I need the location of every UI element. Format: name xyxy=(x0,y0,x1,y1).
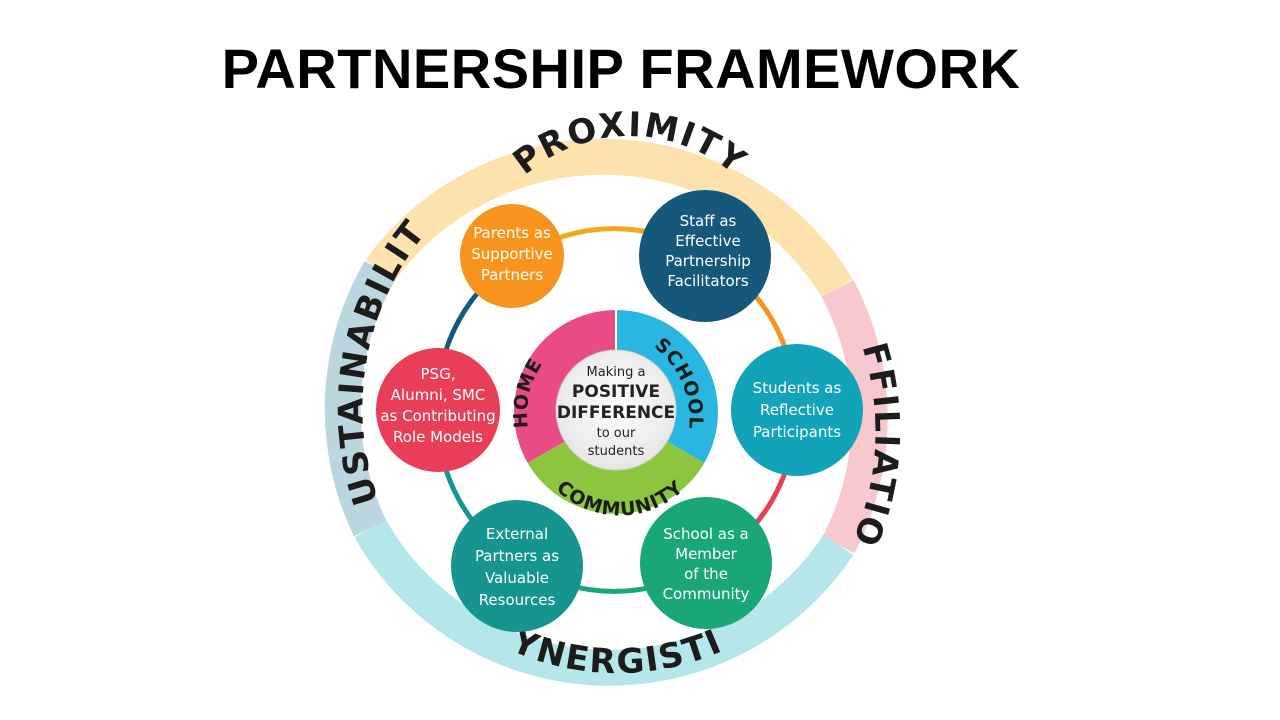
label-sustainability: SUSTAINABILITY xyxy=(0,0,434,510)
center-line-2: POSITIVE xyxy=(572,382,660,402)
node-psg-line-1: PSG, xyxy=(421,365,456,383)
node-staff-circle xyxy=(639,190,771,322)
node-external-line-3: Valuable xyxy=(485,569,549,587)
node-parents-line-1: Parents as xyxy=(473,224,551,242)
node-students-line-3: Participants xyxy=(753,423,841,441)
node-school-member-line-4: Community xyxy=(663,585,750,603)
node-external-line-2: Partners as xyxy=(475,547,559,565)
node-parents: Parents as Supportive Partners xyxy=(460,204,564,308)
ring-segment-affiliation xyxy=(821,279,888,554)
node-psg-line-4: Role Models xyxy=(393,428,483,446)
node-staff: Staff as Effective Partnership Facilitat… xyxy=(639,190,771,322)
node-external-line-4: Resources xyxy=(479,591,556,609)
node-school-member-line-1: School as a xyxy=(663,525,749,543)
node-staff-line-2: Effective xyxy=(675,232,740,250)
node-students: Students as Reflective Participants xyxy=(731,344,863,476)
node-school-member-line-3: of the xyxy=(684,565,728,583)
node-external-circle xyxy=(451,500,583,632)
node-parents-circle xyxy=(460,204,564,308)
node-psg: PSG, Alumni, SMC as Contributing Role Mo… xyxy=(376,348,500,472)
center-line-4: to our xyxy=(597,426,636,441)
node-staff-line-3: Partnership xyxy=(665,252,751,270)
node-parents-line-2: Supportive xyxy=(471,245,553,263)
node-staff-line-4: Facilitators xyxy=(667,272,748,290)
node-parents-line-3: Partners xyxy=(481,266,544,284)
node-psg-circle xyxy=(376,348,500,472)
node-external: External Partners as Valuable Resources xyxy=(451,500,583,632)
center-line-3: DIFFERENCE xyxy=(557,403,675,423)
node-staff-line-1: Staff as xyxy=(680,212,737,230)
node-students-circle xyxy=(731,344,863,476)
center-circle-bg xyxy=(555,349,677,471)
center-circle: Making a POSITIVE DIFFERENCE to our stud… xyxy=(555,349,677,471)
outer-ring xyxy=(324,138,888,686)
ring-segment-proximity xyxy=(365,138,853,298)
page-title: PARTNERSHIP FRAMEWORK xyxy=(221,37,1021,100)
center-line-1: Making a xyxy=(587,365,646,380)
node-school-member-line-2: Member xyxy=(675,545,738,563)
node-school-member: School as a Member of the Community xyxy=(640,497,772,629)
node-psg-line-2: Alumni, SMC xyxy=(391,386,486,404)
ring-segment-sustainability xyxy=(324,261,396,537)
node-students-line-1: Students as xyxy=(753,379,842,397)
ring-segment-synergistic xyxy=(354,519,854,686)
node-psg-line-3: as Contributing xyxy=(380,407,495,425)
node-external-line-1: External xyxy=(486,525,548,543)
center-line-5: students xyxy=(588,444,645,459)
node-school-member-circle xyxy=(640,497,772,629)
node-students-line-2: Reflective xyxy=(760,401,834,419)
